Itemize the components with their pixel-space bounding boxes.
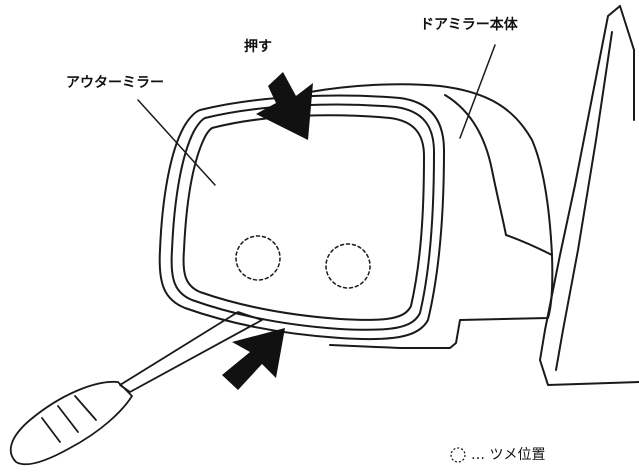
screwdriver: [9, 311, 263, 466]
push-arrow-bottom: [222, 328, 285, 390]
dashed-circle-icon: [450, 447, 466, 463]
door-frame: [539, 5, 639, 386]
outer-mirror-label: アウターミラー: [66, 75, 164, 91]
mirror-body-label: ドアミラー本体: [420, 17, 518, 33]
legend-text: … ツメ位置: [471, 447, 546, 463]
push-arrow-top: [256, 72, 313, 140]
claw-position-right: [325, 243, 371, 289]
leader-outer-mirror: [137, 99, 216, 186]
legend: … ツメ位置: [449, 446, 545, 464]
outer-mirror-glass: [158, 94, 445, 341]
mirror-body-housing: [309, 83, 554, 349]
push-label: 押す: [244, 39, 272, 55]
leader-mirror-body: [459, 44, 496, 139]
claw-position-left: [235, 235, 281, 281]
